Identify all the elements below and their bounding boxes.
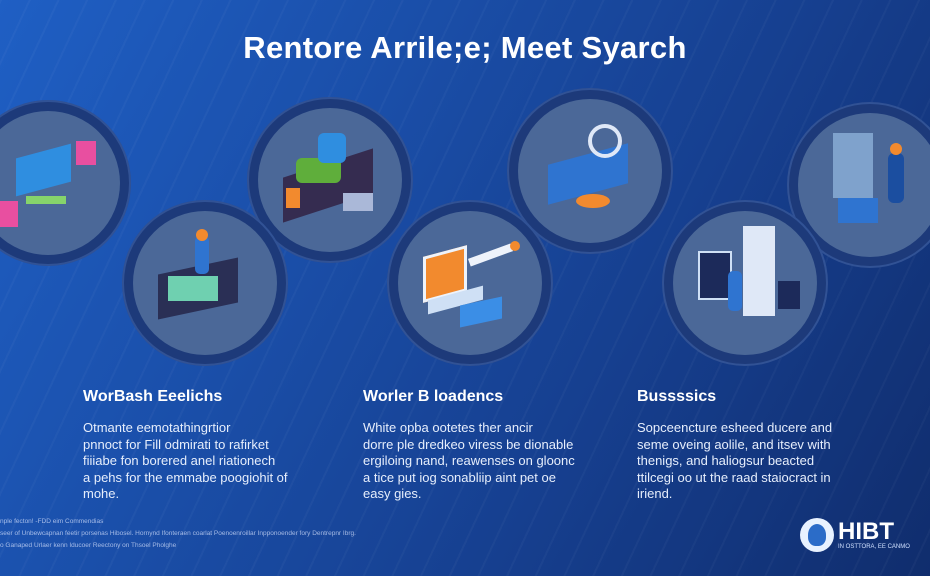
text-line: a pehs for the emmabe poogiohit of bbox=[83, 469, 288, 485]
illustration-circle-workstation bbox=[122, 200, 288, 366]
brand-logo: HIBT IN OSTTORA, EE CANMO bbox=[800, 518, 910, 552]
text-line: seme oveing aolile, and itsev with bbox=[637, 436, 831, 452]
illustration-circle-lab-machine bbox=[507, 88, 673, 254]
text-line: thenigs, and haliogsur beacted bbox=[637, 453, 815, 468]
illustration-circle-desk-team bbox=[247, 97, 413, 263]
column-heading: Worler B loadencs bbox=[363, 388, 504, 405]
text-line: White opba ootetes ther ancir bbox=[363, 420, 533, 435]
illustration-circle-laptop-robot-arm bbox=[387, 200, 553, 366]
text-line: fiiiabe fon borered anel riationech bbox=[83, 453, 276, 468]
page-title: Rentore Arrile;e; Meet Syarch bbox=[243, 30, 687, 65]
feature-column-1: WorBash Eeelichs Otmante eemotathingrtio… bbox=[83, 388, 343, 503]
text-line: ttilcegi oo ut the raad staiocract in bbox=[637, 469, 831, 485]
text-line: Sopceencture esheed ducere and bbox=[637, 420, 833, 435]
logo-tagline: IN OSTTORA, EE CANMO bbox=[838, 544, 910, 550]
text-line: Otmante eemotathingrtior bbox=[83, 420, 231, 435]
column-description: Otmante eemotathingrtior pnnoct for Fill… bbox=[83, 420, 343, 503]
text-line: ergiloing nand, reawenses on gloonc bbox=[363, 453, 575, 468]
text-line: easy gies. bbox=[363, 486, 422, 501]
column-description: White opba ootetes ther ancir dorre ple … bbox=[363, 420, 623, 503]
text-line: dorre ple dredkeo viress be dionable bbox=[363, 436, 574, 452]
column-description: Sopceencture esheed ducere and seme ovei… bbox=[637, 420, 927, 503]
text-line: a tice put iog sonabliip aint pet oe bbox=[363, 469, 556, 485]
text-line: pnnoct for Fill odmirati to rafirket bbox=[83, 436, 269, 452]
footer-line: o Ganaped Urlaer kenn Iducoer Reectony o… bbox=[0, 542, 177, 549]
illustration-circle-server-blocks bbox=[0, 100, 131, 266]
footer-line: nple fecton! -FDD eim Commendias bbox=[0, 518, 104, 525]
logo-emblem-icon bbox=[800, 518, 834, 552]
footer-line: seer of Unbewcapnan feetir porsenas Hibo… bbox=[0, 530, 356, 537]
footer-fine-print: nple fecton! -FDD eim Commendias seer of… bbox=[0, 516, 356, 552]
column-heading: WorBash Eeelichs bbox=[83, 388, 223, 405]
text-line: iriend. bbox=[637, 486, 673, 501]
feature-column-3: Bussssics Sopceencture esheed ducere and… bbox=[637, 388, 927, 503]
illustration-circle-server-rack bbox=[662, 200, 828, 366]
column-heading: Bussssics bbox=[637, 388, 717, 405]
text-line: mohe. bbox=[83, 486, 120, 501]
feature-column-2: Worler B loadencs White opba ootetes the… bbox=[363, 388, 623, 503]
logo-name: HIBT bbox=[838, 518, 894, 545]
